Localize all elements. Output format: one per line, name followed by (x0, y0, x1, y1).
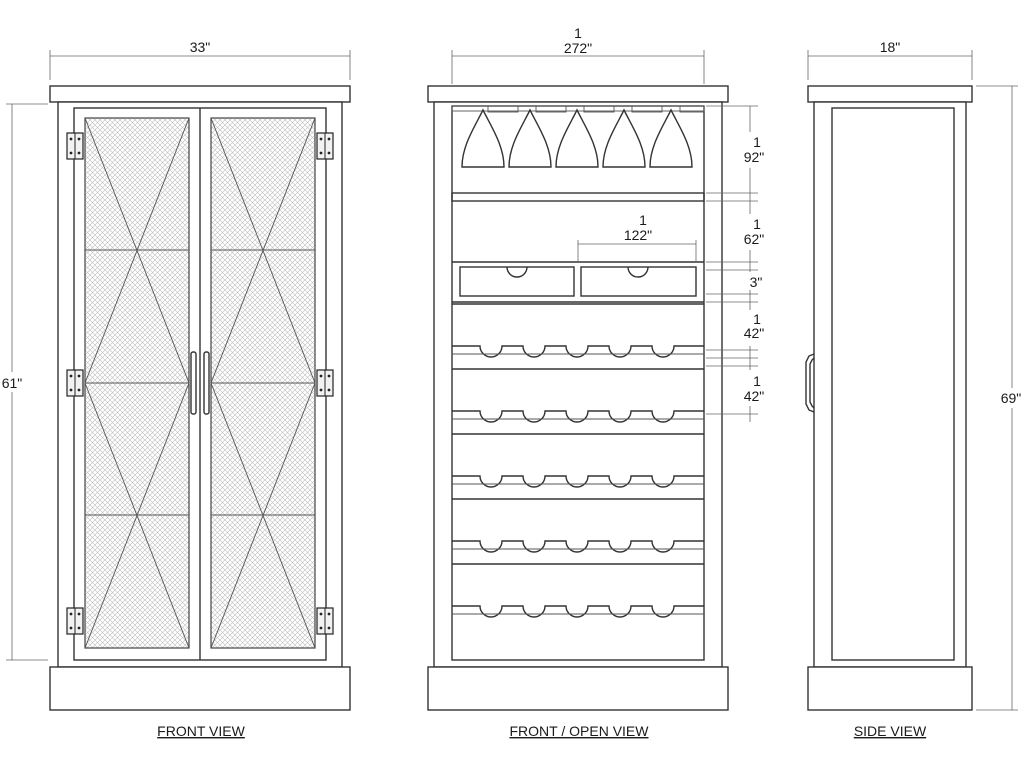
rack-1-fraction-top: 1 (753, 311, 761, 327)
drawer-width-dimension: 1 122" (577, 212, 697, 262)
right-drawer (580, 266, 697, 297)
wine-glass-icon (461, 108, 505, 168)
open-plinth (427, 666, 729, 711)
wine-rack-row (452, 410, 704, 423)
drawer-pull-icon (627, 266, 649, 278)
front-cabinet (49, 85, 351, 711)
side-view-title: SIDE VIEW (854, 723, 927, 739)
side-handle-inner (809, 357, 815, 409)
wine-rack-row (452, 605, 704, 618)
open-width-label: 272" (564, 40, 592, 56)
front-width-label: 33" (190, 39, 211, 55)
side-depth-label: 18" (880, 39, 901, 55)
wine-glass-icon (508, 108, 552, 168)
front-height-label: 61" (2, 375, 23, 391)
side-crown (807, 85, 973, 103)
wine-glass-icon (555, 108, 599, 168)
left-handle (190, 351, 197, 415)
wine-racks (452, 303, 704, 618)
hinge-icon (66, 132, 84, 160)
side-depth-dimension: 18" (807, 39, 973, 80)
side-plinth (807, 666, 973, 711)
shelf-label: 62" (744, 231, 765, 247)
left-drawer (459, 266, 575, 297)
open-view: 1 272" (427, 25, 770, 739)
wine-rack-row (452, 540, 704, 553)
open-cabinet (427, 85, 729, 711)
drawer-width-fraction-top: 1 (639, 212, 647, 228)
front-height-dimension: 61" (0, 103, 48, 661)
front-view: 33" 61" (0, 39, 351, 739)
wine-glass-icon (649, 108, 693, 168)
side-carcass (813, 101, 967, 668)
drawer-width-label: 122" (624, 227, 652, 243)
side-handle (805, 353, 815, 413)
shelf-board (451, 192, 705, 202)
stemware-rack (451, 105, 705, 168)
wine-rack-row (452, 345, 704, 358)
open-side-dimensions: 1 92" 1 62" 3" 1 42" 1 42" (706, 105, 770, 422)
glass-rack-label: 92" (744, 149, 765, 165)
right-handle (203, 351, 210, 415)
hinge-icon (316, 607, 334, 635)
front-crown (49, 85, 351, 103)
front-plinth (49, 666, 351, 711)
left-door (84, 117, 190, 649)
shelf-fraction-top: 1 (753, 216, 761, 232)
drawer-height-label: 3" (750, 274, 763, 290)
front-view-title: FRONT VIEW (157, 723, 245, 739)
rack-2-fraction-top: 1 (753, 373, 761, 389)
wine-rack-row (452, 475, 704, 488)
door-handles (190, 351, 210, 415)
rack-1-label: 42" (744, 325, 765, 341)
right-door (210, 117, 316, 649)
open-width-dimension: 1 272" (451, 25, 705, 84)
hinge-icon (66, 607, 84, 635)
hinge-icon (316, 369, 334, 397)
side-panel (831, 107, 955, 661)
side-view: 18" 69" SIDE VIEW (805, 39, 1024, 739)
front-width-dimension: 33" (49, 39, 351, 80)
wine-glass-icon (602, 108, 646, 168)
hinge-icon (66, 369, 84, 397)
rack-2-label: 42" (744, 388, 765, 404)
open-crown (427, 85, 729, 103)
hinge-icon (316, 132, 334, 160)
side-height-dimension: 69" (976, 85, 1024, 711)
side-height-label: 69" (1001, 390, 1022, 406)
side-cabinet (805, 85, 973, 711)
glass-rack-fraction-top: 1 (753, 134, 761, 150)
open-view-title: FRONT / OPEN VIEW (510, 723, 650, 739)
drawer-pull-icon (506, 266, 528, 278)
hinges (66, 132, 334, 635)
open-carcass (433, 101, 723, 668)
open-width-fraction-top: 1 (574, 25, 582, 41)
